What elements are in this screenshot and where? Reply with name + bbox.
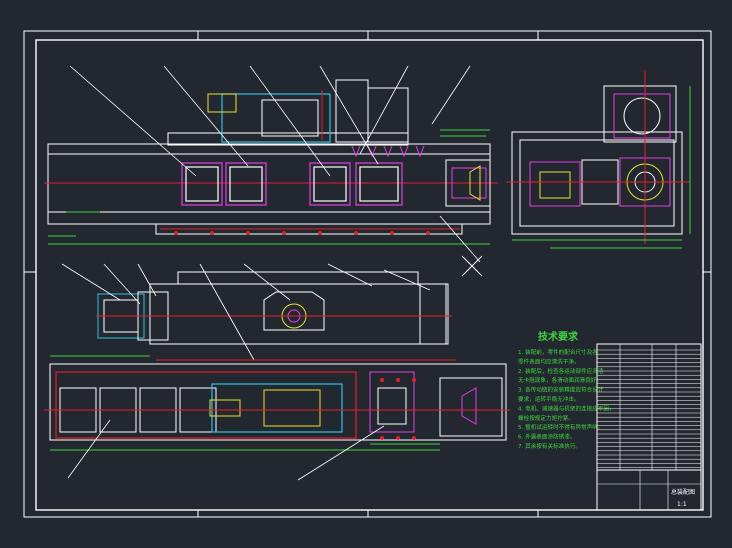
tech-note-line: 零件表面均应清洗干净。: [518, 357, 580, 365]
lower-bolts: [380, 378, 416, 440]
window-openings: [181, 162, 403, 206]
gear-row: [351, 145, 425, 158]
leader-lines: [69, 65, 481, 263]
tech-note-line: 螺栓按规定力矩拧紧。: [518, 414, 574, 422]
upper-frame: [149, 283, 447, 345]
lower-rail: [49, 363, 507, 441]
tech-note-line: 6. 外露表面涂防锈漆。: [518, 433, 575, 441]
tech-note-line: 要求，运转平稳无冲击。: [518, 395, 580, 403]
side-dimensions: [512, 86, 691, 249]
tech-notes-list: 1. 装配前，零件的配合尺寸及各 零件表面均应清洗干净。 2. 装配后，检查各运动…: [518, 348, 615, 450]
drawing-name: 总装配图: [671, 488, 695, 496]
tech-notes-title: 技术要求: [538, 330, 579, 343]
title-block: 总装配图 1:1: [596, 469, 702, 511]
zone-ticks: [24, 31, 711, 517]
tech-note-line: 1. 装配前，零件的配合尺寸及各: [518, 348, 598, 356]
technical-notes-block: 技术要求 1. 装配前，零件的配合尺寸及各 零件表面均应清洗干净。 2. 装配后，…: [518, 330, 615, 450]
front-elevation-view: [44, 65, 498, 263]
plan-view-upper: [61, 263, 452, 361]
lower-dimensions: [50, 355, 440, 451]
tech-note-line: 4. 电机、减速器与机架的连接应牢固，: [518, 404, 615, 412]
bolt-row: [174, 231, 430, 235]
dimension-lines: [48, 129, 490, 245]
tech-note-line: 2. 装配后，检查各运动部件应灵活: [518, 367, 604, 375]
drawing-scale: 1:1: [677, 501, 687, 508]
inner-frame: [35, 39, 704, 511]
tech-note-line: 5. 整机试运转时不得有异常声响。: [518, 423, 603, 431]
lower-leaders: [67, 419, 385, 481]
side-frame: [511, 131, 683, 235]
crosshair-cursor[interactable]: [461, 255, 483, 277]
bearing-housing: [263, 291, 325, 331]
lower-cylinder: [211, 383, 343, 433]
tech-note-line: 无卡阻现象，各滑动面润滑良好。: [518, 376, 602, 384]
parts-list-table: [596, 343, 702, 471]
side-view: [506, 70, 691, 249]
tech-note-line: 3. 各传动链的安装精度应符合设计: [518, 386, 604, 394]
upper-leaders: [61, 263, 431, 361]
plan-view-lower: [44, 355, 510, 481]
tech-note-line: 7. 其余按有关标准执行。: [518, 442, 581, 450]
cylinder-body: [221, 93, 331, 143]
